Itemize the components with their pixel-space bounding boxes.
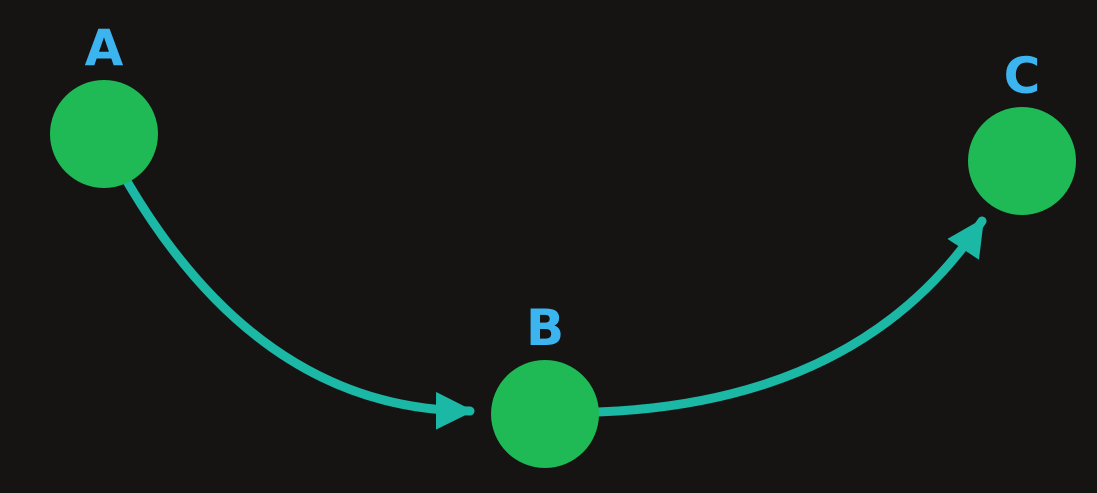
node-a-label: A	[85, 19, 124, 77]
node-b[interactable]	[491, 360, 599, 468]
node-a[interactable]	[50, 80, 158, 188]
node-b-label: B	[526, 299, 564, 357]
edge-b-to-c	[593, 216, 987, 417]
node-c-label: C	[1004, 47, 1041, 105]
edge-a-to-b	[123, 178, 475, 430]
node-c[interactable]	[968, 107, 1076, 215]
